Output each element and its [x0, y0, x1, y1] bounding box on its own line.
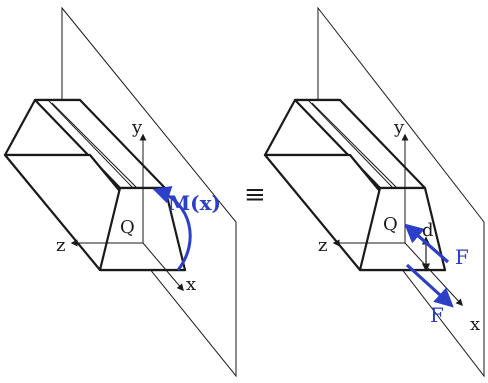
- force-bottom-label: F: [430, 303, 444, 327]
- right-x-label: x: [470, 314, 480, 335]
- left-axes: [70, 133, 184, 292]
- left-x-axis: [142, 242, 184, 292]
- left-beam: [3, 98, 187, 272]
- right-z-label: z: [318, 235, 327, 256]
- equivalence-symbol: ≡: [244, 180, 266, 210]
- left-moment-arrow: [152, 186, 192, 271]
- force-top-arrow: [404, 223, 450, 264]
- left-moment-label: M(x): [168, 191, 221, 215]
- force-bottom-arrow: [405, 263, 454, 308]
- left-point-q: Q: [120, 217, 135, 238]
- left-panel: y z x Q M(x): [3, 6, 237, 378]
- right-beam: [263, 98, 447, 272]
- distance-d-label: d: [422, 220, 434, 241]
- force-top-label: F: [455, 245, 469, 269]
- right-y-label: y: [393, 117, 405, 138]
- left-x-label: x: [186, 274, 196, 295]
- right-point-q: Q: [383, 214, 398, 235]
- right-panel: y z x Q d F F: [263, 6, 485, 378]
- left-z-label: z: [56, 235, 65, 256]
- left-y-label: y: [131, 117, 143, 138]
